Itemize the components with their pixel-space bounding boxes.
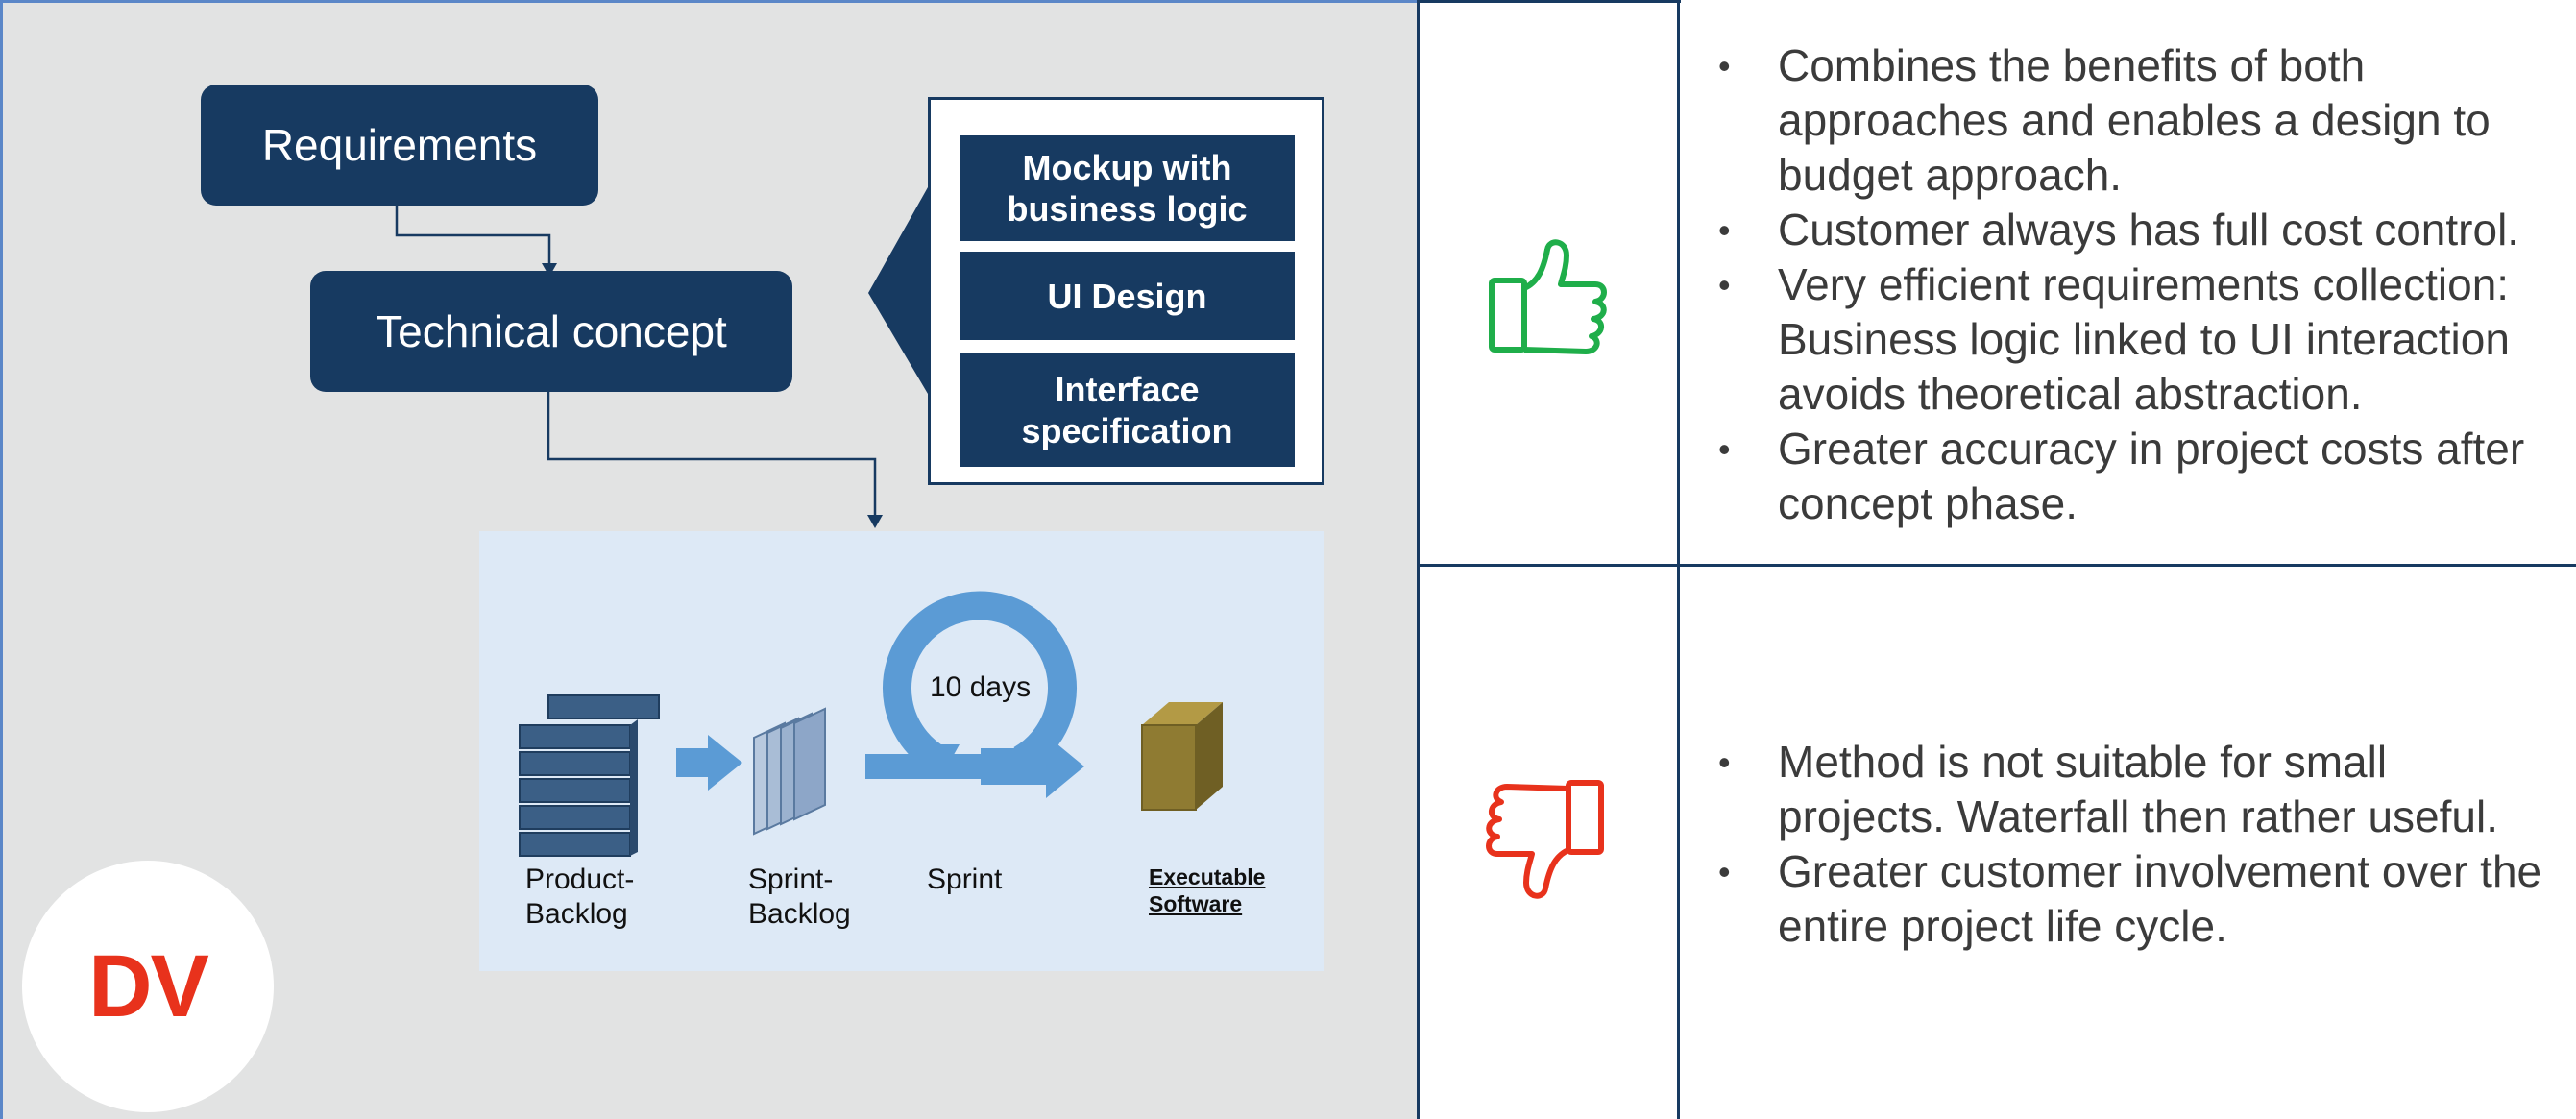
sprint-cycle-label: 10 days (930, 671, 1032, 703)
sprint-label: Sprint (927, 864, 1003, 895)
dv-logo: DV (22, 861, 274, 1112)
pros-item: Greater accuracy in project costs after … (1714, 422, 2560, 531)
pros-item: Combines the benefits of both approaches… (1714, 38, 2560, 203)
process-diagram: Requirements Technical concept Mockup wi… (0, 0, 1417, 1119)
requirements-box: Requirements (201, 85, 598, 206)
sprint-backlog-label: Sprint- Backlog (748, 864, 851, 930)
cons-item: Method is not suitable for small project… (1714, 735, 2560, 844)
sprint-cycle-icon (865, 591, 1084, 798)
scrum-graphics (519, 591, 1223, 857)
executable-software-label: Executable Software (1149, 864, 1266, 916)
cons-item: Greater customer involvement over the en… (1714, 844, 2560, 954)
pros-list: Combines the benefits of both approaches… (1714, 38, 2560, 531)
table-divider-vertical (1677, 0, 1680, 1119)
product-backlog-label: Product- Backlog (525, 864, 635, 930)
thumbs-down-icon (1474, 773, 1618, 917)
table-border-left (1417, 0, 1420, 1119)
table-divider-horizontal (1417, 564, 2576, 567)
pros-item: Very efficient requirements collection: … (1714, 257, 2560, 422)
product-backlog-icon (519, 694, 660, 857)
concept-details-frame: Mockup with business logic UI Design Int… (928, 97, 1324, 485)
sprint-backlog-icon (753, 707, 826, 836)
technical-concept-box: Technical concept (310, 271, 792, 392)
table-border-top (1417, 0, 1681, 3)
executable-software-icon (1141, 702, 1223, 811)
cons-list: Method is not suitable for small project… (1714, 735, 2560, 954)
connector-lines (395, 187, 928, 528)
mockup-item: Mockup with business logic (960, 135, 1295, 241)
thumbs-up-icon (1474, 221, 1618, 365)
pros-item: Customer always has full cost control. (1714, 203, 2560, 257)
pros-cons-table: Combines the benefits of both approaches… (1417, 0, 2576, 1119)
ui-design-item: UI Design (960, 252, 1295, 340)
interface-spec-item: Interface specification (960, 353, 1295, 467)
scrum-process: 10 days Product- Backlog Sprint- Backlog… (479, 531, 1324, 971)
